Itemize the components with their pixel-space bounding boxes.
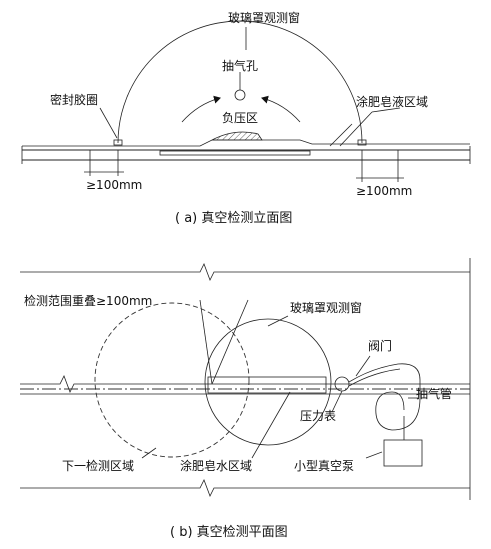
label-exhaust-hole: 抽气孔 — [222, 58, 258, 73]
label-negative-pressure: 负压区 — [222, 111, 258, 125]
label-vacuum-pump: 小型真空泵 — [294, 459, 354, 473]
caption-elevation: ( a) 真空检测立面图 — [175, 211, 292, 226]
dimension-right — [356, 150, 404, 182]
soap-strip — [207, 376, 327, 394]
negative-pressure-arrow-right — [261, 95, 301, 123]
label-pressure-gauge: 压力表 — [300, 409, 336, 423]
seal-ring-left — [113, 139, 123, 146]
negative-pressure-arrow-left — [181, 95, 221, 123]
exhaust-hose — [348, 363, 421, 431]
label-soap-water-area: 涂肥皂水区域 — [180, 458, 252, 473]
label-glass-window: 玻璃罩观测窗 — [228, 11, 300, 25]
lap-strip — [159, 150, 311, 156]
vacuum-pump-box — [383, 439, 423, 467]
next-test-region — [94, 302, 250, 458]
label-right-dimension: ≥100mm — [356, 184, 412, 198]
label-left-dimension: ≥100mm — [86, 178, 142, 192]
seal-ring-right — [357, 139, 367, 146]
label-valve: 阀门 — [368, 338, 392, 353]
glass-hood-circle — [204, 318, 332, 446]
label-seal-ring: 密封胶圈 — [50, 92, 98, 107]
sheet-edge-bottom — [20, 479, 470, 497]
elevation-view: 玻璃罩观测窗 抽气孔 密封胶圈 负压区 涂肥皂液区域 ≥100mm ≥100mm… — [21, 11, 471, 226]
weld-seam-line-upper — [20, 375, 470, 393]
label-overlap-range: 检测范围重叠≥100mm — [24, 293, 152, 308]
exhaust-hole — [234, 89, 246, 101]
sheet-edge-top — [20, 263, 470, 281]
label-next-region: 下一检测区域 — [62, 458, 134, 473]
label-soap-area: 涂肥皂液区域 — [356, 94, 428, 109]
caption-plan: ( b) 真空检测平面图 — [170, 525, 288, 540]
dimension-left — [84, 150, 124, 176]
label-glass-window-plan: 玻璃罩观测窗 — [290, 301, 362, 315]
label-exhaust-pipe: 抽气管 — [416, 386, 452, 401]
glass-hood-arc — [117, 20, 363, 144]
weld-seam — [211, 131, 263, 141]
plan-view: 检测范围重叠≥100mm 玻璃罩观测窗 阀门 抽气管 压力表 下一检测区域 涂肥… — [20, 258, 471, 540]
base-plate — [21, 139, 471, 164]
